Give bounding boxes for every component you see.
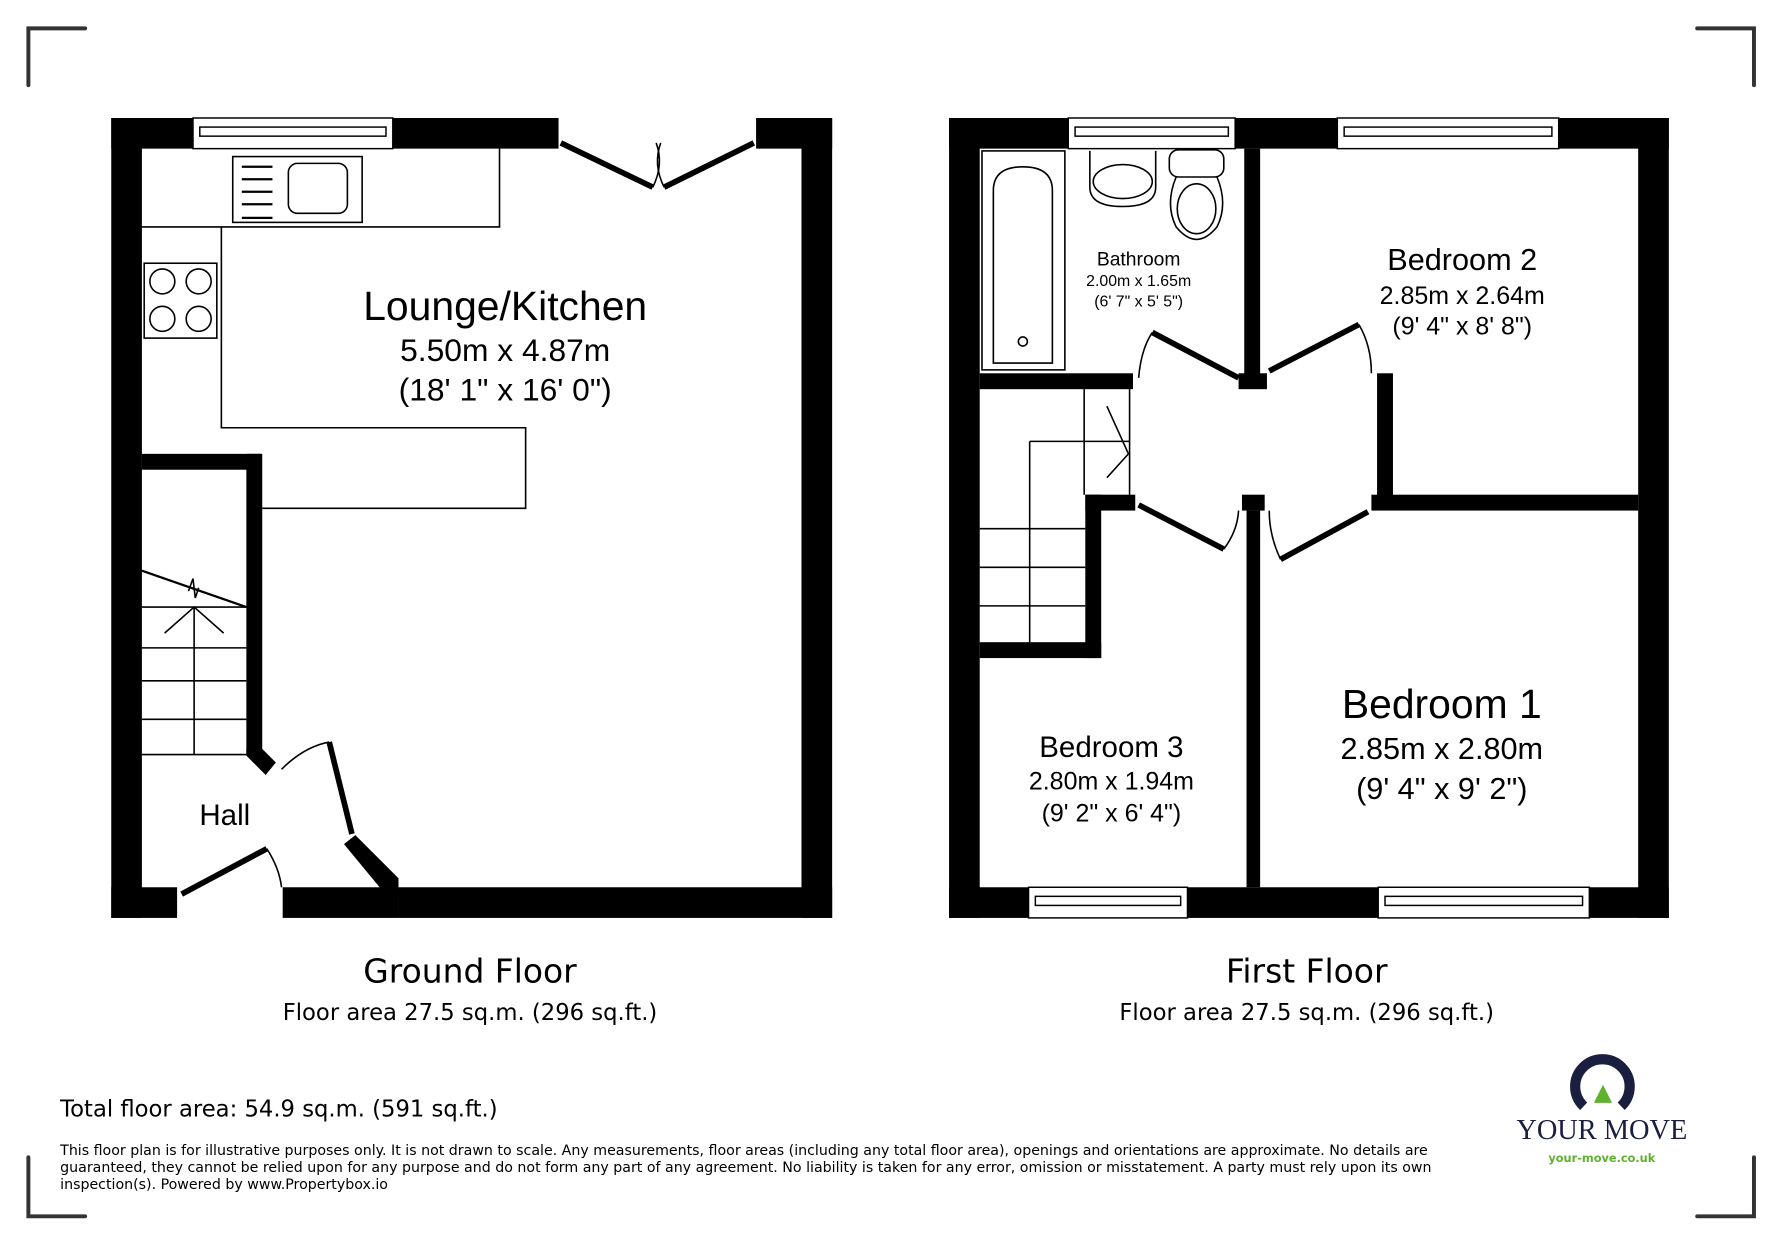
room-dim-metric: 2.00m x 1.65m (1086, 273, 1191, 290)
disclaimer-line: guaranteed, they cannot be relied upon f… (60, 1160, 1431, 1176)
disclaimer-line: inspection(s). Powered by www.Propertybo… (60, 1177, 388, 1193)
floor-title-first: First Floor (1226, 952, 1388, 991)
room-dim-metric: 2.85m x 2.80m (1340, 732, 1543, 766)
room-dim-imperial: (9' 2" x 6' 4") (1042, 799, 1182, 827)
window (1067, 117, 1236, 150)
total-floor-area: Total floor area: 54.9 sq.m. (591 sq.ft.… (59, 1096, 497, 1122)
first-floor-plan: Bathroom 2.00m x 1.65m (6' 7" x 5' 5") B… (949, 117, 1669, 1026)
room-name-lounge-kitchen: Lounge/Kitchen (363, 283, 647, 329)
window (192, 117, 394, 150)
logo-triangle-icon (1593, 1084, 1613, 1103)
room-dim-imperial: (18' 1" x 16' 0") (399, 372, 612, 408)
disclaimer-line: This floor plan is for illustrative purp… (59, 1143, 1428, 1159)
floor-title-ground: Ground Floor (363, 952, 577, 991)
your-move-logo: YOUR MOVE your-move.co.uk (1516, 1054, 1687, 1165)
logo-brand: YOUR MOVE (1516, 1115, 1687, 1146)
room-name-bedroom-1: Bedroom 1 (1342, 681, 1542, 727)
window (1377, 886, 1591, 919)
crop-marks (26, 26, 1756, 1219)
staircase (979, 389, 1131, 643)
room-dim-metric: 2.85m x 2.64m (1380, 282, 1545, 310)
french-doors (559, 140, 756, 190)
room-name-bedroom-3: Bedroom 3 (1039, 731, 1183, 764)
disclaimer: This floor plan is for illustrative purp… (59, 1143, 1431, 1193)
room-dim-metric: 2.80m x 1.94m (1029, 768, 1194, 796)
room-name-hall: Hall (199, 799, 250, 832)
room-dim-imperial: (9' 4" x 9' 2") (1356, 772, 1527, 806)
logo-url: your-move.co.uk (1548, 1151, 1655, 1165)
floor-area-ground: Floor area 27.5 sq.m. (296 sq.ft.) (283, 1000, 658, 1026)
staircase (141, 569, 247, 756)
bathroom-fixtures (981, 148, 1225, 371)
room-dim-imperial: (6' 7" x 5' 5") (1094, 293, 1183, 310)
kitchen-units (141, 148, 527, 510)
room-name-bedroom-2: Bedroom 2 (1387, 243, 1537, 277)
room-dim-imperial: (9' 4" x 8' 8") (1392, 313, 1532, 341)
room-dim-metric: 5.50m x 4.87m (400, 332, 610, 368)
room-name-bathroom: Bathroom (1097, 250, 1181, 271)
window (1027, 886, 1189, 919)
logo-ring-icon (1570, 1054, 1635, 1110)
ground-floor-plan: Lounge/Kitchen 5.50m x 4.87m (18' 1" x 1… (111, 117, 833, 1026)
floor-area-first: Floor area 27.5 sq.m. (296 sq.ft.) (1119, 1000, 1494, 1026)
window (1336, 117, 1560, 150)
